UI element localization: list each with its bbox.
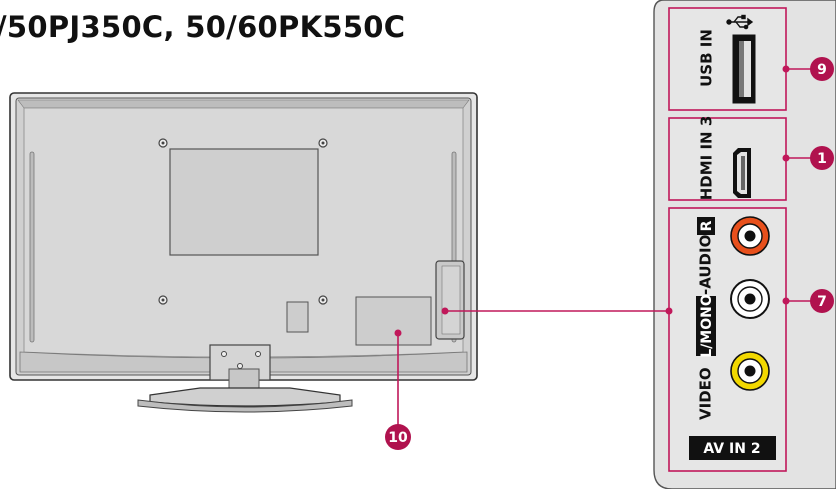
screw-hole-icon [158,138,328,305]
callout-usb-number: 9 [817,62,827,78]
callout-av: 7 [810,289,834,313]
tv-back-illustration [9,92,478,413]
rca-video-jack [730,351,770,391]
mono-label-bg [696,296,716,356]
mono-label: L/MONO [699,294,715,358]
av-port-box [668,207,787,472]
callout-power-number: 10 [388,430,408,446]
audio-label: -AUDIO- [697,228,715,295]
callout-usb: 9 [810,57,834,81]
callout-lines [397,68,818,425]
rca-audio-right-jack [730,216,770,256]
av-in-label: AV IN 2 [703,441,760,457]
av-in-label-bg [689,436,776,460]
usb-icon [726,14,754,30]
hdmi-port [733,148,751,198]
connector-panel: USB IN HDMI IN 3 VIDEO L/MONO -AUDIO- R … [653,0,836,489]
rca-audio-left-jack [730,279,770,319]
callout-dots [394,65,790,337]
callout-av-number: 7 [817,294,827,310]
hdmi-port-box [668,117,787,201]
model-heading: /50PJ350C, 50/60PK550C [0,10,406,44]
callout-power: 10 [385,424,411,450]
video-label: VIDEO [697,367,715,420]
usb-in-label: USB IN [698,29,716,87]
callout-hdmi-number: 1 [817,151,827,167]
hdmi-in-label: HDMI IN 3 [698,116,716,201]
usb-port [732,34,756,104]
r-label: R [699,220,715,231]
usb-port-box [668,7,787,111]
r-label-bg [697,217,715,235]
callout-hdmi: 1 [810,146,834,170]
